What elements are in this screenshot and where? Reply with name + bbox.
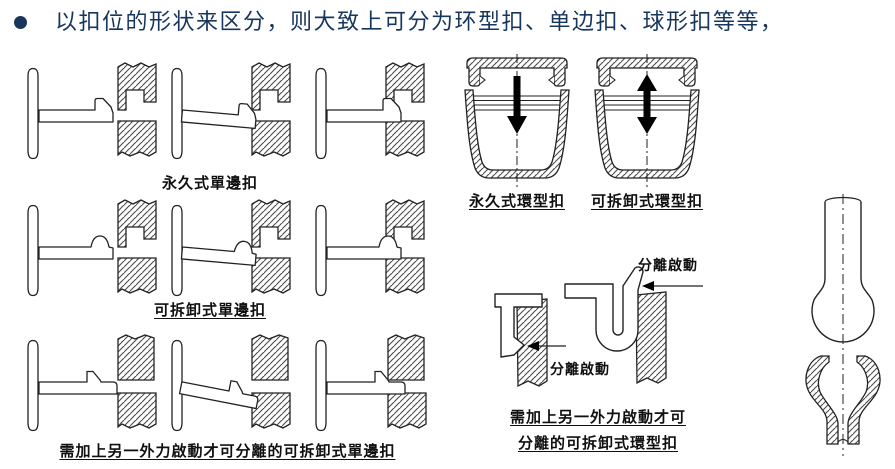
cantilever-permanent-row xyxy=(12,60,440,165)
annular-snap-permanent-diagram xyxy=(464,54,570,188)
snap-hook-left xyxy=(494,293,543,358)
snap-stage-flexing-diagram xyxy=(171,334,291,432)
release-arrow-icon xyxy=(642,281,654,291)
snap-stage-apart-diagram xyxy=(27,199,157,297)
cantilever-detachable-row xyxy=(12,197,440,302)
release-arrow-icon xyxy=(527,341,539,351)
socket-wall-right xyxy=(847,355,881,445)
ball-snap-diagram xyxy=(805,194,881,456)
insertion-removal-arrow-icon xyxy=(637,74,657,134)
snap-stage-engaged-diagram xyxy=(315,334,427,432)
snap-stage-apart-diagram xyxy=(27,334,157,432)
caption-line-2: 分離的可拆卸式環型扣 xyxy=(517,434,678,452)
snap-stage-flexing-diagram xyxy=(171,199,291,297)
snap-stage-engaged-diagram xyxy=(315,199,425,297)
release-annotation-left: 分離啟動 xyxy=(550,361,610,378)
annular-snap-detachable-diagram xyxy=(594,54,700,188)
snap-hook-right xyxy=(564,266,644,352)
bullet-icon xyxy=(14,16,27,29)
cantilever-external-force-row xyxy=(12,330,440,435)
release-annotation-right: 分離啟動 xyxy=(638,257,698,274)
caption-detachable-cantilever: 可拆卸式單邊扣 xyxy=(153,301,266,319)
caption-external-force-cantilever: 需加上另一外力啟動才可分離的可拆卸式單邊扣 xyxy=(59,442,396,460)
annular-snap-release-diagram: 分離啟動 分離啟動 xyxy=(494,257,703,388)
snap-stage-apart-diagram xyxy=(27,62,157,160)
snap-stage-engaged-diagram xyxy=(315,62,425,160)
snap-stage-flexing-diagram xyxy=(171,62,291,160)
caption-detachable-annular: 可拆卸式環型扣 xyxy=(590,192,703,210)
caption-line-1: 需加上另一外力啟動才可 xyxy=(509,408,686,426)
hatched-wall xyxy=(516,298,548,388)
slide-title: 以扣位的形状来区分，则大致上可分为环型扣、单边扣、球形扣等等， xyxy=(55,10,784,35)
caption-external-force-annular: 需加上另一外力啟動才可 分離的可拆卸式環型扣 xyxy=(478,404,718,456)
socket-wall-left xyxy=(805,355,839,445)
hatched-wall xyxy=(635,291,667,385)
caption-permanent-annular: 永久式環型扣 xyxy=(468,192,565,210)
caption-permanent-cantilever: 永久式單邊扣 xyxy=(161,174,258,192)
